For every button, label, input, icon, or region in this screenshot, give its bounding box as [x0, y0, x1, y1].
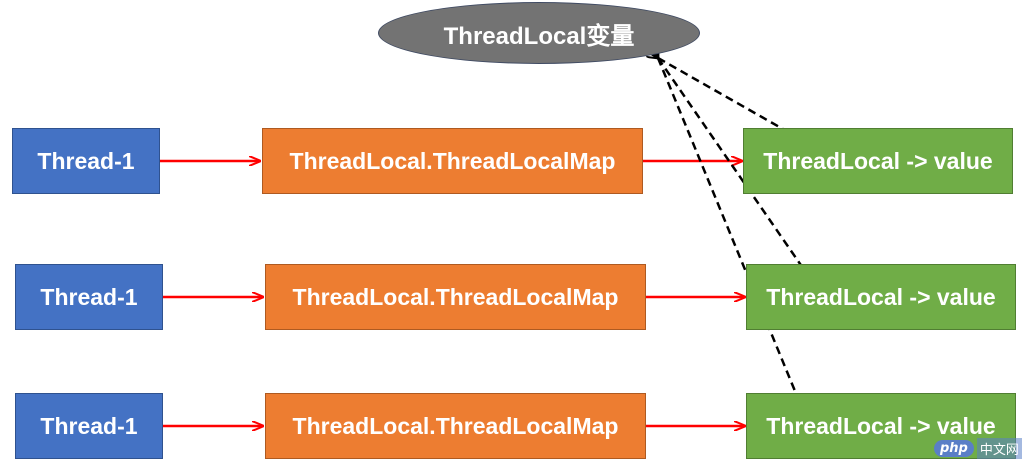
entry-label-3: ThreadLocal -> value	[766, 412, 996, 439]
threadlocalmap-label-1: ThreadLocal.ThreadLocalMap	[289, 147, 616, 174]
thread-label-3: Thread-1	[40, 412, 138, 439]
watermark-text: 中文网	[976, 438, 1022, 459]
thread-label-2: Thread-1	[40, 283, 138, 310]
entry-label-2: ThreadLocal -> value	[766, 283, 996, 310]
threadlocal-variable-node: ThreadLocal变量	[378, 2, 700, 64]
watermark: php 中文网	[934, 438, 1022, 459]
threadlocalmap-label-3: ThreadLocal.ThreadLocalMap	[292, 412, 619, 439]
thread-label-1: Thread-1	[37, 147, 135, 174]
entry-node-2: ThreadLocal -> value	[746, 264, 1016, 330]
thread-node-2: Thread-1	[15, 264, 163, 330]
threadlocalmap-label-2: ThreadLocal.ThreadLocalMap	[292, 283, 619, 310]
threadlocalmap-node-2: ThreadLocal.ThreadLocalMap	[265, 264, 646, 330]
threadlocalmap-node-1: ThreadLocal.ThreadLocalMap	[262, 128, 643, 194]
thread-node-3: Thread-1	[15, 393, 163, 459]
entry-node-1: ThreadLocal -> value	[743, 128, 1013, 194]
dashed-arrow-variable-entry-3	[658, 58, 804, 413]
threadlocal-variable-label: ThreadLocal变量	[443, 22, 635, 50]
entry-label-1: ThreadLocal -> value	[763, 147, 993, 174]
watermark-logo: php	[934, 440, 974, 457]
thread-node-1: Thread-1	[12, 128, 160, 194]
threadlocalmap-node-3: ThreadLocal.ThreadLocalMap	[265, 393, 646, 459]
